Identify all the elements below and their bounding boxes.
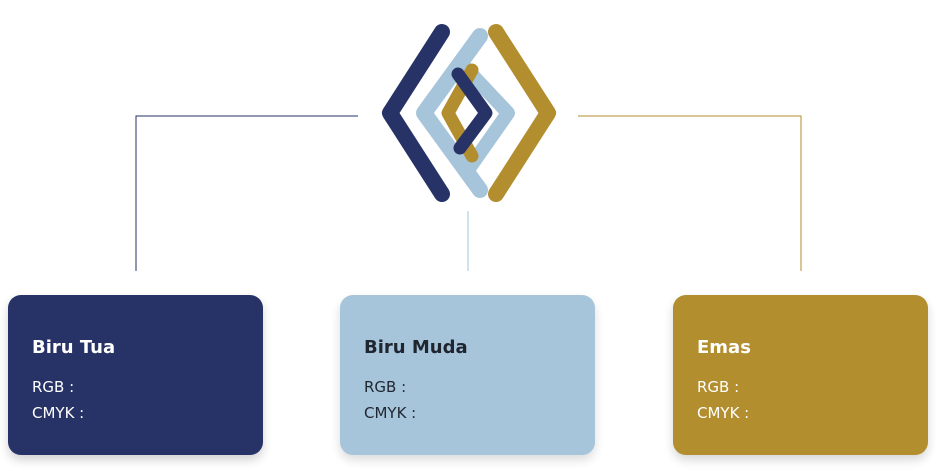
logo-light-inner-chevron — [453, 55, 515, 177]
connector-gold — [578, 115, 802, 271]
card-cmyk-label: CMYK : — [32, 404, 85, 422]
logo-dark-center — [451, 67, 493, 155]
interlocking-diamonds-logo-icon — [382, 24, 556, 202]
card-biru-tua: Biru Tua RGB : CMYK : — [8, 295, 263, 455]
logo-dark-chevron — [382, 24, 450, 202]
card-biru-muda: Biru Muda RGB : CMYK : — [340, 295, 595, 455]
card-title: Biru Muda — [364, 337, 468, 358]
card-rgb-label: RGB : — [697, 378, 740, 396]
card-title: Biru Tua — [32, 337, 116, 358]
card-rgb-label: RGB : — [32, 378, 75, 396]
card-cmyk-label: CMYK : — [697, 404, 750, 422]
connector-dark-blue — [135, 115, 358, 271]
card-cmyk-label: CMYK : — [364, 404, 417, 422]
card-rgb-label: RGB : — [364, 378, 407, 396]
logo-gold-chevron — [488, 24, 556, 202]
card-emas: Emas RGB : CMYK : — [673, 295, 928, 455]
card-title: Emas — [697, 337, 751, 358]
